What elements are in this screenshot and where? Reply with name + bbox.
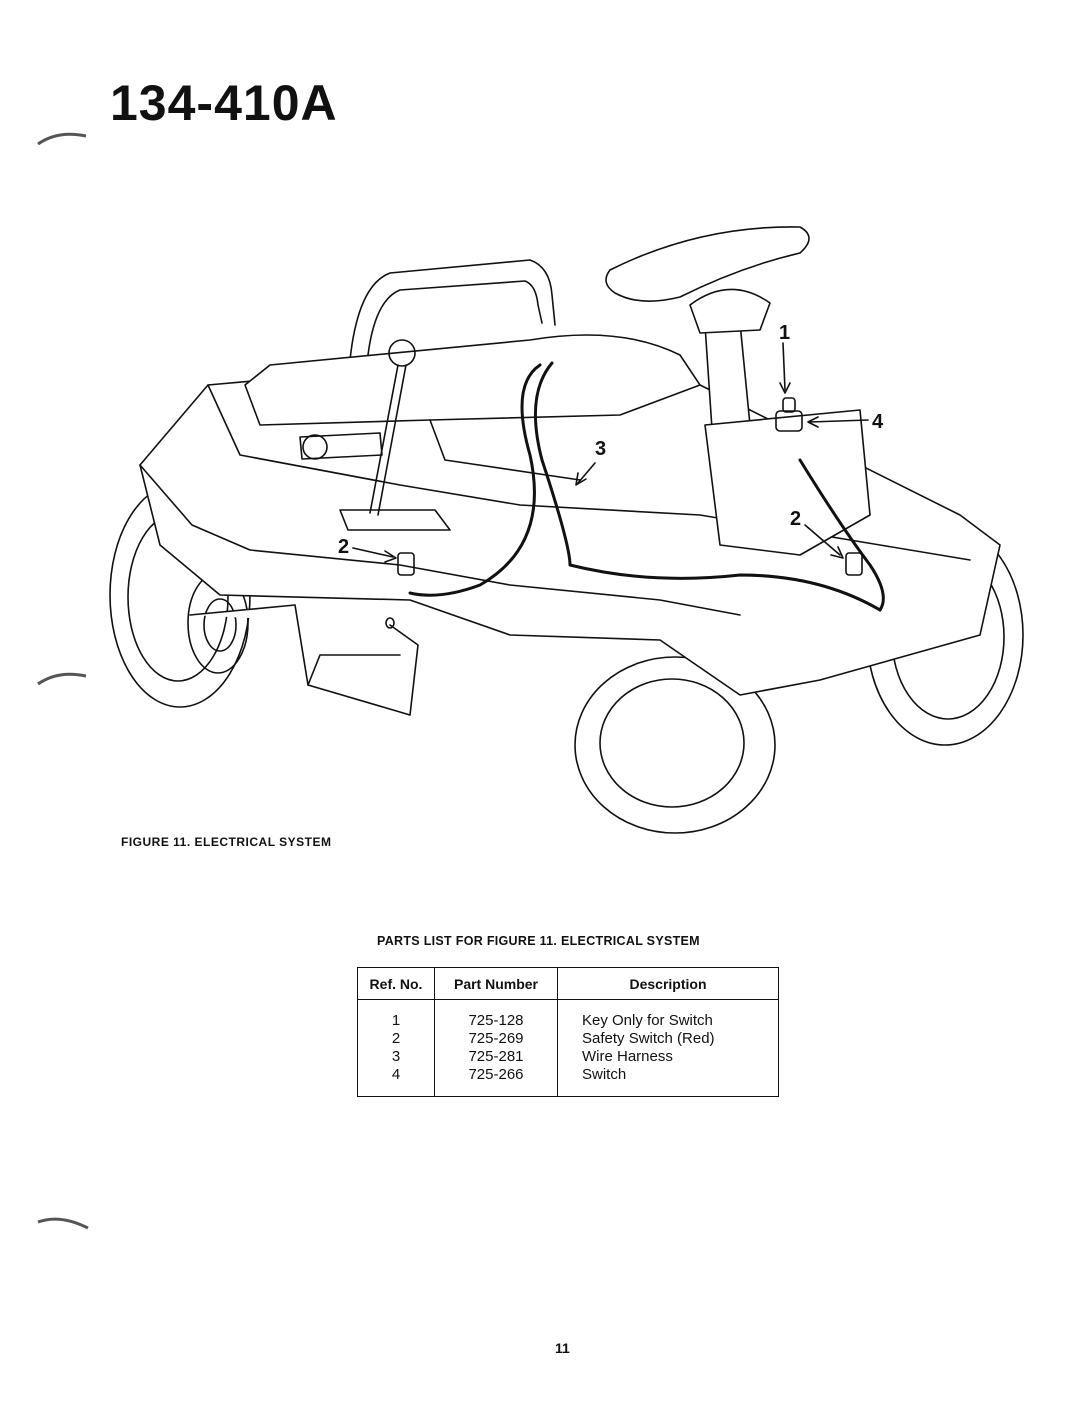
callout-3: 3 [595, 438, 606, 460]
part-number-cell: 725-266 [434, 1066, 558, 1097]
part-number-cell: 725-281 [434, 1048, 558, 1066]
part-number-cell: 725-128 [434, 999, 558, 1030]
description-cell: Key Only for Switch [557, 999, 779, 1030]
ref-cell: 4 [357, 1066, 435, 1097]
ref-cell: 3 [357, 1048, 435, 1066]
callout-2-right: 2 [790, 508, 801, 530]
table-row: 4 725-266 Switch [357, 1066, 779, 1097]
ref-cell: 2 [357, 1030, 435, 1048]
figure-caption: FIGURE 11. ELECTRICAL SYSTEM [121, 835, 332, 849]
table-row: 1 725-128 Key Only for Switch [357, 999, 779, 1030]
callout-1: 1 [779, 322, 790, 344]
parts-list-table: Ref. No. Part Number Description 1 725-1… [357, 967, 779, 1097]
punch-hole-mark-bottom [37, 1217, 89, 1230]
mower-line-drawing: 1 4 3 2 2 [109, 226, 1024, 834]
header-ref-no: Ref. No. [357, 967, 435, 1000]
table-row: 3 725-281 Wire Harness [357, 1048, 779, 1066]
description-cell: Switch [557, 1066, 779, 1097]
page-number: 11 [555, 1340, 570, 1356]
part-number-cell: 725-269 [434, 1030, 558, 1048]
header-description: Description [557, 967, 779, 1000]
model-number-title: 134-410A [110, 75, 338, 131]
callout-2-left: 2 [338, 536, 349, 558]
table-row: 2 725-269 Safety Switch (Red) [357, 1030, 779, 1048]
riding-mower-electrical-figure: 1 4 3 2 2 [100, 215, 1050, 835]
punch-hole-mark-top [37, 132, 87, 146]
description-cell: Wire Harness [557, 1048, 779, 1066]
parts-list-title: PARTS LIST FOR FIGURE 11. ELECTRICAL SYS… [377, 934, 700, 948]
punch-hole-mark-middle [37, 672, 87, 686]
description-cell: Safety Switch (Red) [557, 1030, 779, 1048]
table-header-row: Ref. No. Part Number Description [357, 967, 779, 1000]
ref-cell: 1 [357, 999, 435, 1030]
callout-4: 4 [872, 411, 884, 433]
header-part-number: Part Number [434, 967, 558, 1000]
